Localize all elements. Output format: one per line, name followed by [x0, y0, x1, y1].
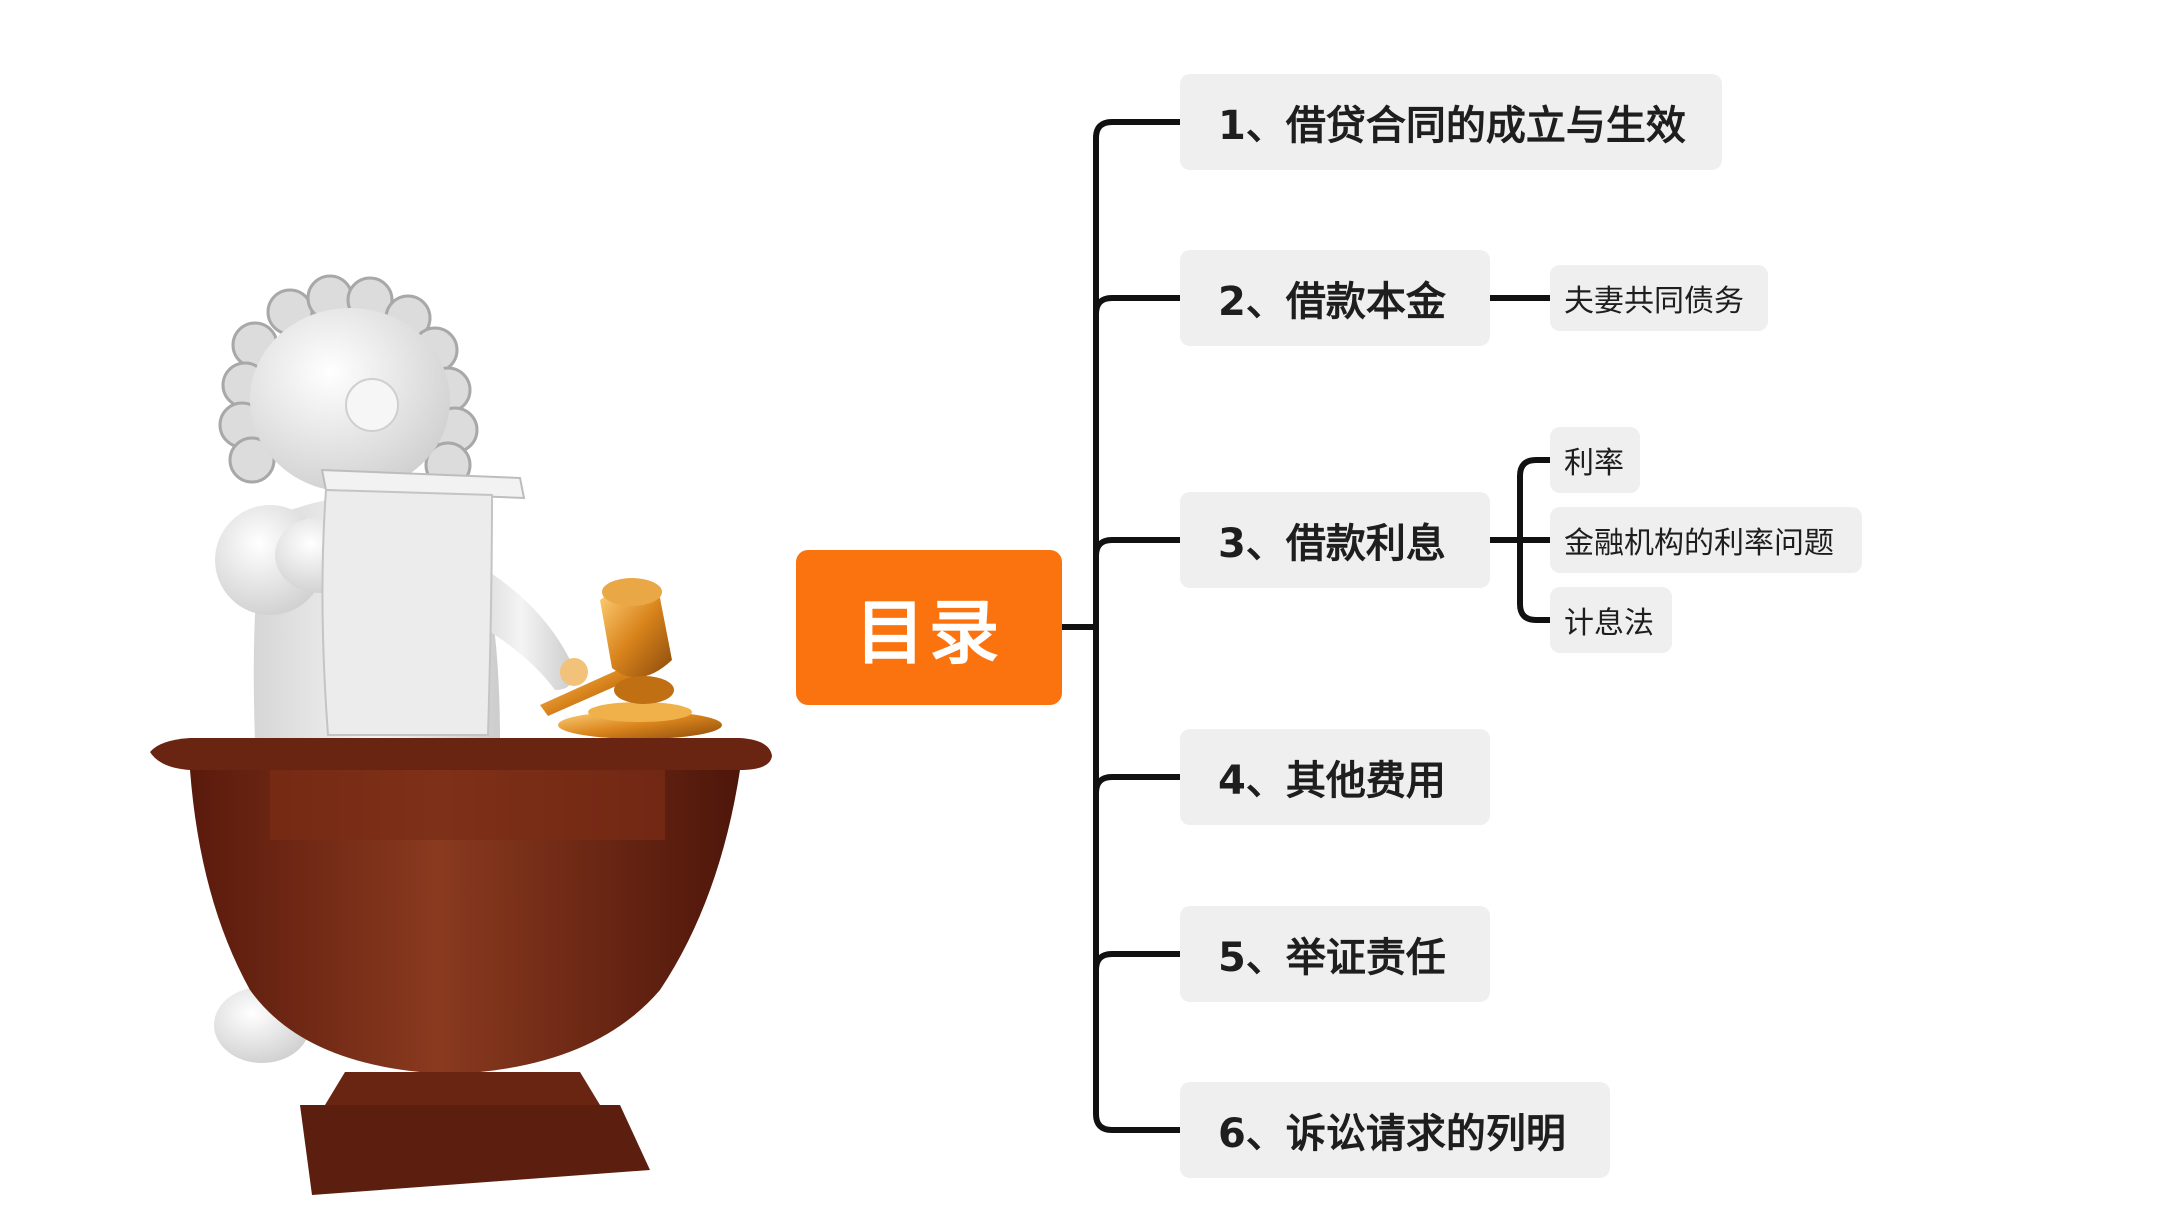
judge-at-podium-icon [150, 274, 772, 1195]
subtopic-label: 计息法 [1564, 606, 1654, 641]
sub-connector-3-fork [1517, 457, 1553, 623]
root-node[interactable]: 目录 [796, 550, 1062, 705]
topic-node-3[interactable]: 3、借款利息 [1180, 492, 1490, 588]
subtopic-label: 利率 [1564, 446, 1624, 481]
topic-node-2[interactable]: 2、借款本金 [1180, 250, 1490, 346]
podium-icon [150, 738, 772, 1195]
topic-node-4[interactable]: 4、其他费用 [1180, 729, 1490, 825]
main-spine [1093, 119, 1183, 1133]
topic-label: 1、借贷合同的成立与生效 [1218, 103, 1686, 149]
subtopic-label: 夫妻共同债务 [1564, 284, 1744, 319]
topic-label: 5、举证责任 [1218, 935, 1446, 981]
topic-node-1[interactable]: 1、借贷合同的成立与生效 [1180, 74, 1722, 170]
topic-node-5[interactable]: 5、举证责任 [1180, 906, 1490, 1002]
scroll-icon [320, 468, 526, 736]
subtopic-node-3-3[interactable]: 计息法 [1550, 587, 1672, 653]
subtopic-label: 金融机构的利率问题 [1564, 526, 1834, 561]
topic-label: 6、诉讼请求的列明 [1218, 1111, 1566, 1157]
branch-connector-5 [1093, 951, 1183, 973]
root-label: 目录 [855, 592, 1003, 674]
topic-label: 4、其他费用 [1218, 758, 1446, 804]
subtopic-node-2-1[interactable]: 夫妻共同债务 [1550, 265, 1768, 331]
gavel-icon [540, 578, 722, 739]
topic-label: 2、借款本金 [1218, 279, 1446, 325]
subtopic-node-3-1[interactable]: 利率 [1550, 427, 1640, 493]
subtopic-node-3-2[interactable]: 金融机构的利率问题 [1550, 507, 1862, 573]
topic-node-6[interactable]: 6、诉讼请求的列明 [1180, 1082, 1610, 1178]
branch-connector-3 [1093, 537, 1183, 559]
topic-label: 3、借款利息 [1218, 521, 1446, 567]
branch-connector-4 [1093, 774, 1183, 796]
branch-connector-2 [1093, 295, 1183, 317]
